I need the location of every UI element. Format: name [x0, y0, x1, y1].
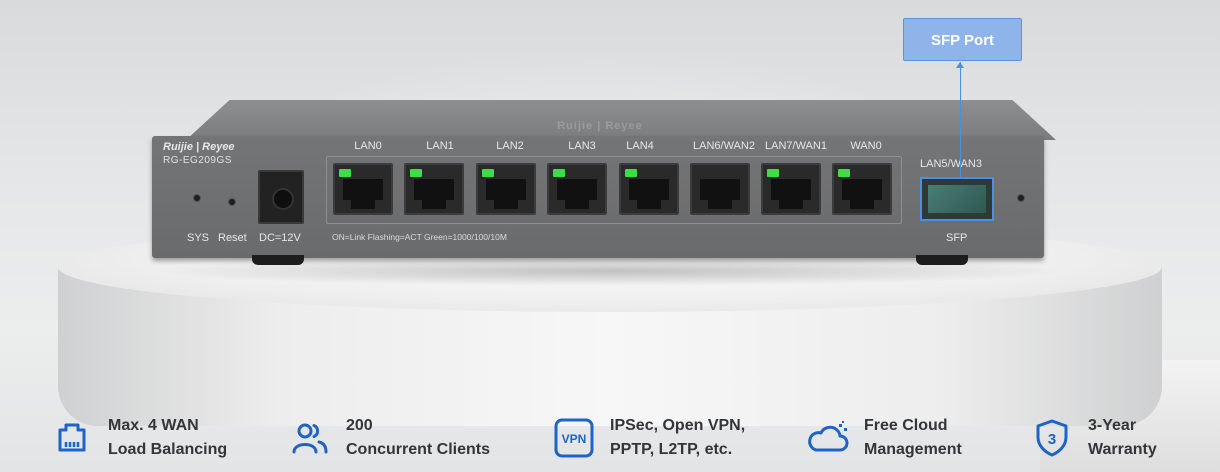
- feature-line1: 200: [346, 417, 373, 434]
- shield-icon: 3: [1030, 416, 1074, 460]
- feature-line1: 3-Year: [1088, 417, 1137, 434]
- rj45-jack-icon: [842, 179, 882, 209]
- rj45-jack-icon: [629, 179, 669, 209]
- feature-wan-load-balancing: Max. 4 WAN Load Balancing: [50, 412, 227, 464]
- device-top-panel: [186, 100, 1056, 140]
- dc-power-jack: [258, 170, 304, 224]
- ethernet-port-lan0[interactable]: [333, 163, 393, 215]
- feature-line2: Concurrent Clients: [346, 441, 491, 458]
- ethernet-port-icon: [50, 416, 94, 460]
- rj45-jack-icon: [486, 179, 526, 209]
- ethernet-port-lan1[interactable]: [404, 163, 464, 215]
- device-foot-right: [916, 255, 968, 265]
- rj45-jack-icon: [771, 179, 811, 209]
- feature-warranty: 3 3-Year Warranty: [1030, 412, 1157, 464]
- ethernet-port-wan0[interactable]: [832, 163, 892, 215]
- ethernet-port-lan4[interactable]: [619, 163, 679, 215]
- ethernet-port-lan2[interactable]: [476, 163, 536, 215]
- feature-line1: IPSec, Open VPN,: [610, 417, 746, 434]
- reset-button[interactable]: [228, 198, 236, 206]
- rj45-jack-icon: [414, 179, 454, 209]
- dc-label: DC=12V: [259, 232, 301, 244]
- sys-label: SYS: [187, 232, 210, 244]
- sfp-port-callout: SFP Port: [903, 18, 1022, 61]
- reset-label: Reset: [218, 232, 247, 244]
- link-led-lan1: [410, 169, 422, 177]
- feature-line2: Load Balancing: [108, 441, 228, 458]
- port-label-lan4: LAN4: [626, 140, 654, 152]
- sys-led: [193, 194, 201, 202]
- sfp-bottom-label: SFP: [946, 232, 968, 244]
- users-icon: [288, 416, 332, 460]
- vpn-icon-text: VPN: [562, 432, 587, 446]
- feature-line2: Warranty: [1088, 441, 1157, 458]
- ethernet-port-lan7-wan1[interactable]: [761, 163, 821, 215]
- callout-line: [960, 62, 961, 178]
- feature-line2: PPTP, L2TP, etc.: [610, 441, 733, 458]
- link-led-lan7: [767, 169, 779, 177]
- port-led-legend: ON=Link Flashing=ACT Green=1000/100/10M: [332, 232, 507, 242]
- feature-line1: Free Cloud: [864, 417, 948, 434]
- link-led-lan0: [339, 169, 351, 177]
- device-foot-left: [252, 255, 304, 265]
- sfp-top-label: LAN5/WAN3: [920, 158, 982, 170]
- port-label-lan1: LAN1: [426, 140, 454, 152]
- port-label-lan2: LAN2: [496, 140, 524, 152]
- feature-cloud-management: Free Cloud Management: [806, 412, 962, 464]
- port-label-lan6-wan2: LAN6/WAN2: [693, 140, 755, 152]
- link-led-lan3: [553, 169, 565, 177]
- rj45-jack-icon: [700, 179, 740, 209]
- feature-line2: Management: [864, 441, 962, 458]
- cloud-icon: [806, 416, 850, 460]
- ethernet-port-lan6-wan2[interactable]: [690, 163, 750, 215]
- feature-vpn: VPN IPSec, Open VPN, PPTP, L2TP, etc.: [552, 412, 745, 464]
- device-model: RG-EG209GS: [163, 155, 232, 166]
- device-brand: Ruijie | Reyee: [163, 141, 235, 153]
- vpn-icon: VPN: [552, 416, 596, 460]
- rj45-jack-icon: [557, 179, 597, 209]
- feature-line1: Max. 4 WAN: [108, 417, 199, 434]
- lan-port-group: [326, 156, 902, 224]
- sfp-port[interactable]: [920, 177, 994, 221]
- link-led-lan2: [482, 169, 494, 177]
- device-top-logo: Ruijie | Reyee: [557, 120, 643, 132]
- port-label-lan0: LAN0: [354, 140, 382, 152]
- port-label-lan7-wan1: LAN7/WAN1: [765, 140, 827, 152]
- port-label-wan0: WAN0: [850, 140, 882, 152]
- link-led-lan4: [625, 169, 637, 177]
- link-led-wan0: [838, 169, 850, 177]
- port-label-lan3: LAN3: [568, 140, 596, 152]
- ethernet-port-lan3[interactable]: [547, 163, 607, 215]
- shield-icon-text: 3: [1048, 431, 1056, 448]
- right-indicator-dot: [1017, 194, 1025, 202]
- rj45-jack-icon: [343, 179, 383, 209]
- feature-concurrent-clients: 200 Concurrent Clients: [288, 412, 490, 464]
